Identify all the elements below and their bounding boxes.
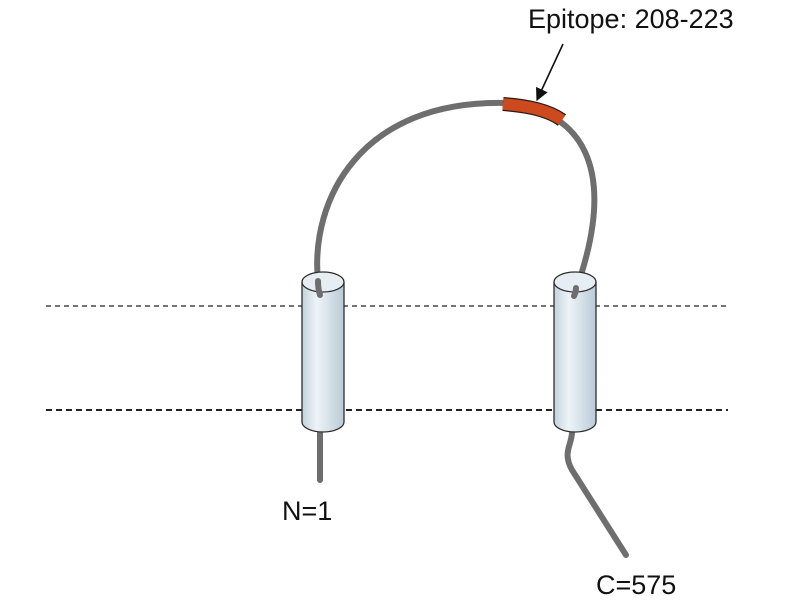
c-terminus-label: C=575: [596, 570, 676, 600]
epitope-arrow: [536, 43, 564, 102]
epitope-label: Epitope: 208-223: [528, 4, 734, 34]
n-terminus-label: N=1: [282, 496, 332, 526]
transmembrane-helix-1: [301, 271, 345, 433]
c-terminal-tail: [564, 429, 629, 558]
transmembrane-helix-2: [553, 271, 597, 433]
extracellular-loop: [314, 99, 598, 293]
epitope-segment-fill: [502, 98, 566, 125]
